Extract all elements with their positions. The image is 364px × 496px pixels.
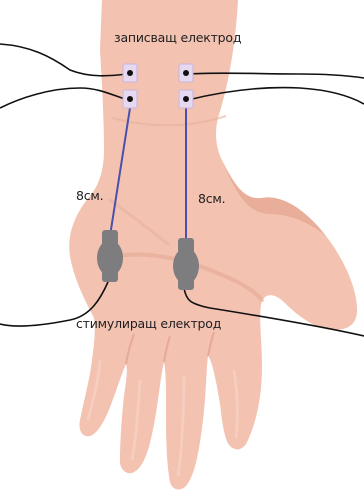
recording-electrode-label: записващ електрод: [114, 30, 241, 45]
distance-label-left: 8см.: [76, 188, 103, 203]
pad-contact: [183, 70, 189, 76]
pad-contact: [183, 96, 189, 102]
distance-label-right: 8см.: [198, 191, 225, 206]
stimulating-electrode-label: стимулиращ електрод: [76, 316, 221, 331]
pad-contact: [127, 70, 133, 76]
pad-contact: [127, 96, 133, 102]
